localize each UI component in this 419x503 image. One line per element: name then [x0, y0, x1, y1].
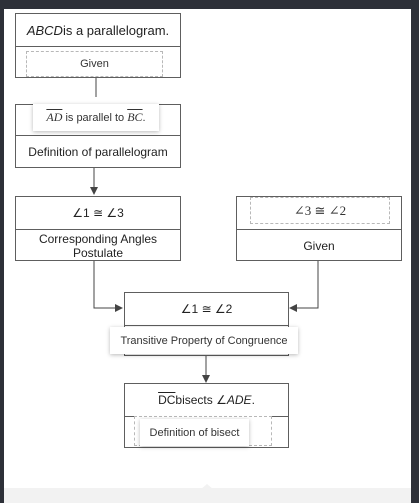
parallel-text: is parallel to — [65, 111, 125, 124]
statement-4-given[interactable]: ∠3 ≅ ∠2 — [250, 197, 390, 224]
statement-5: ∠1 ≅ ∠2 — [180, 302, 233, 316]
reason-1-given[interactable]: Given — [26, 51, 163, 77]
statement-6: DC bisects ∠ADE. — [125, 384, 288, 416]
arrow-s4-s5 — [289, 261, 319, 312]
reason-2: Definition of parallelogram — [16, 135, 180, 168]
segment-bc: BC — [127, 110, 143, 124]
reason-4: Given — [237, 229, 401, 261]
reason-5-chip[interactable]: Transitive Property of Congruence — [110, 327, 298, 354]
reason-slot-5 — [125, 325, 288, 356]
bisects-text: bisects ∠ — [175, 393, 227, 407]
reason-3: Corresponding Angles Postulate — [16, 229, 180, 261]
reason-6-chip[interactable]: Definition of bisect — [140, 419, 249, 446]
statement-1: ABCD is a parallelogram. — [16, 14, 180, 46]
statement-1-figure: ABCD — [26, 22, 63, 38]
panel-footer — [4, 488, 411, 503]
statement-6-period: . — [251, 393, 255, 407]
statement-2-period: . — [142, 111, 146, 124]
segment-dc: DC — [158, 393, 176, 407]
reason-slot-1 — [16, 46, 180, 78]
scroll-notch-icon — [200, 484, 214, 490]
statement-3: ∠1 ≅ ∠3 — [72, 206, 124, 220]
angle-ade: ADE — [226, 393, 252, 407]
statement-box-3: ∠1 ≅ ∠3 Corresponding Angles Postulate — [15, 196, 181, 261]
segment-ad: AD — [46, 110, 63, 124]
arrow-s3-s5 — [93, 261, 123, 312]
statement-1-text: is a parallelogram. — [62, 22, 170, 38]
statement-2-chip[interactable]: AD is parallel to BC. — [33, 104, 159, 131]
